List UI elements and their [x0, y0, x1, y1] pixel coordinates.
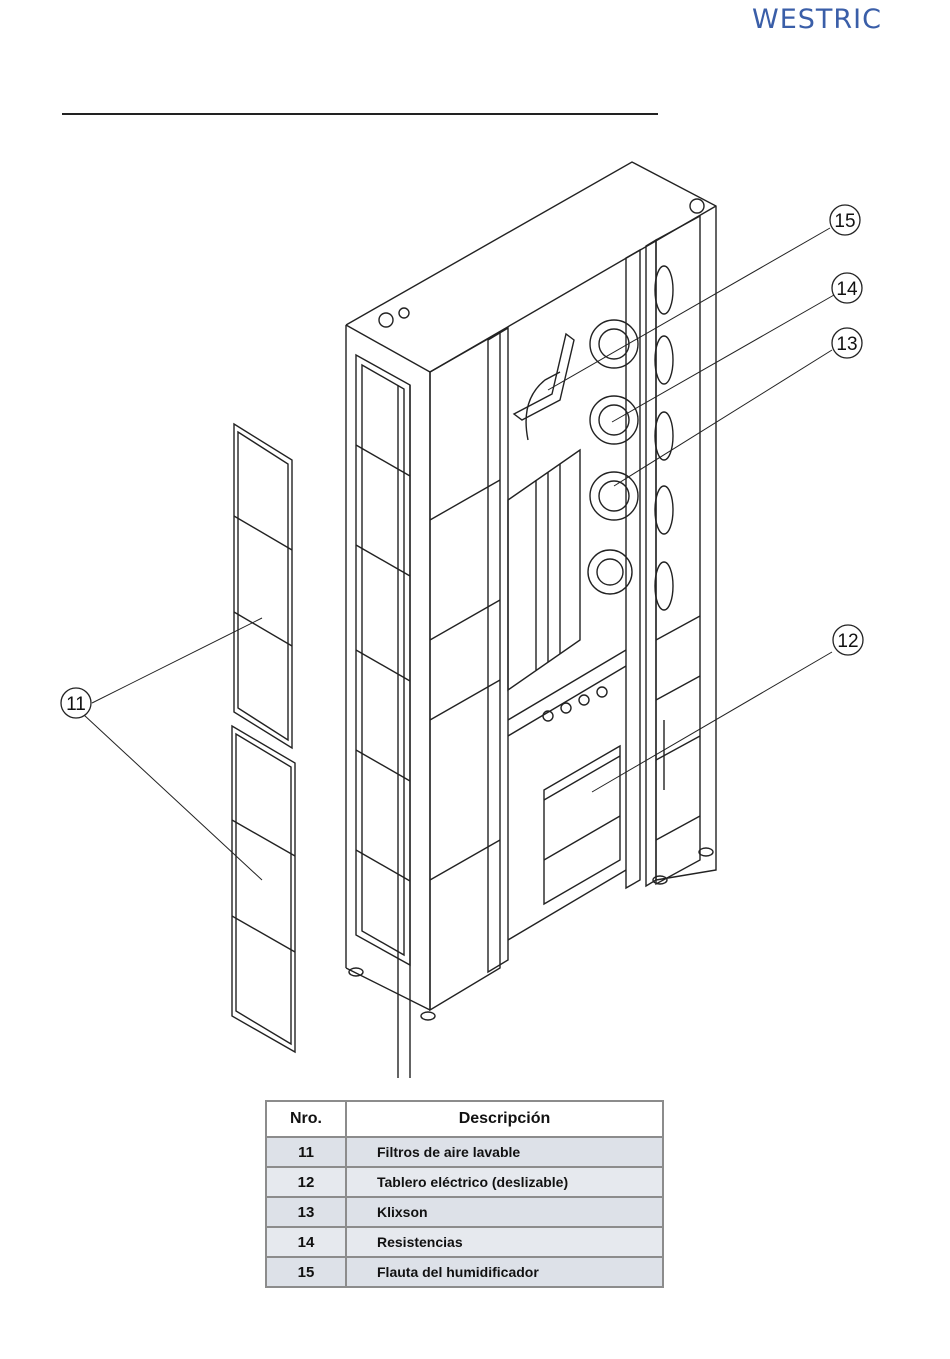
row-description: Filtros de aire lavable: [346, 1137, 663, 1167]
table-row: 12 Tablero eléctrico (deslizable): [266, 1167, 663, 1197]
cabinet-exploded-drawing: 11 12 13 14 15: [0, 0, 950, 1095]
row-number: 11: [266, 1137, 346, 1167]
row-number: 13: [266, 1197, 346, 1227]
callout-14: 14: [836, 279, 858, 300]
callout-15: 15: [834, 211, 855, 232]
row-number: 15: [266, 1257, 346, 1287]
table-row: 14 Resistencias: [266, 1227, 663, 1257]
cabinet-body: [346, 162, 716, 1078]
callout-circles: [61, 205, 863, 718]
row-description: Resistencias: [346, 1227, 663, 1257]
callout-13: 13: [836, 334, 857, 355]
row-number: 12: [266, 1167, 346, 1197]
air-filter-panels: [232, 424, 295, 1052]
row-description: Klixson: [346, 1197, 663, 1227]
parts-table: Nro. Descripción 11 Filtros de aire lava…: [265, 1100, 664, 1288]
table-row: 13 Klixson: [266, 1197, 663, 1227]
callout-leaders: [84, 228, 834, 880]
table-row: 15 Flauta del humidificador: [266, 1257, 663, 1287]
row-number: 14: [266, 1227, 346, 1257]
header-description: Descripción: [346, 1101, 663, 1137]
header-number: Nro.: [266, 1101, 346, 1137]
table-row: 11 Filtros de aire lavable: [266, 1137, 663, 1167]
table-header-row: Nro. Descripción: [266, 1101, 663, 1137]
callout-11: 11: [66, 694, 86, 715]
row-description: Flauta del humidificador: [346, 1257, 663, 1287]
callout-12: 12: [837, 631, 858, 652]
row-description: Tablero eléctrico (deslizable): [346, 1167, 663, 1197]
